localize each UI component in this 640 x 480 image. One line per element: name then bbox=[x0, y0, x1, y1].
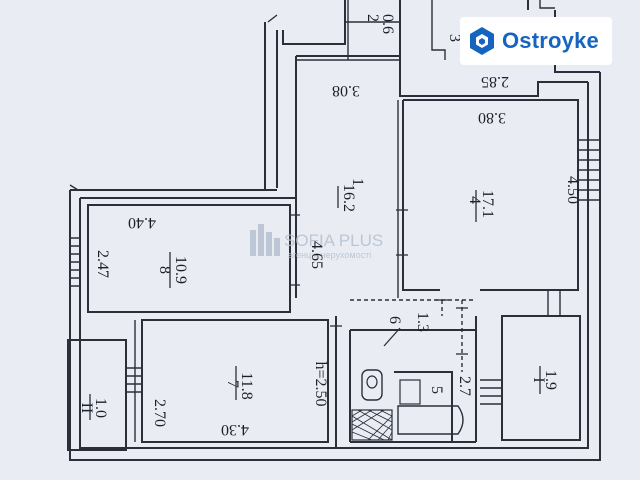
ostroyke-logo-icon bbox=[470, 27, 494, 55]
room-2-number: 2 bbox=[364, 14, 381, 22]
room-I: I 1.9 bbox=[530, 366, 559, 394]
door-openings bbox=[350, 299, 476, 372]
room-II-number: II bbox=[78, 403, 95, 414]
fixture-tiled-floor bbox=[351, 409, 393, 441]
logo-text: Ostroyke bbox=[502, 28, 599, 53]
room-6-pointer bbox=[383, 327, 401, 347]
room-1-area: 16.2 bbox=[340, 184, 357, 212]
room-3: 3 bbox=[446, 34, 463, 42]
room-7-number: 7 bbox=[224, 380, 241, 388]
watermark-subtitle: агенція нерухомості bbox=[288, 250, 371, 260]
room-4-number: 4 bbox=[466, 196, 483, 204]
room-8-width: 4.40 bbox=[128, 214, 156, 231]
room-7-width: 4.30 bbox=[221, 421, 249, 438]
watermark-name: SOFIA PLUS bbox=[284, 231, 383, 250]
room-4-height: 4.50 bbox=[564, 176, 581, 204]
watermark-building-icon bbox=[250, 224, 280, 256]
room-8-area: 10.9 bbox=[172, 256, 189, 284]
room-5-number: 5 bbox=[428, 386, 445, 394]
dimension-ticks bbox=[290, 209, 468, 355]
room-7-ceiling: h=2.50 bbox=[312, 361, 329, 406]
room-1-height: 4.65 bbox=[308, 241, 325, 269]
outer-walls bbox=[69, 0, 601, 461]
room-6: 6 1.3 bbox=[383, 312, 431, 347]
room-2: 2 0.6 bbox=[364, 14, 396, 34]
room-I-number: I bbox=[530, 377, 547, 382]
room-5-dim: 2.7 bbox=[456, 376, 473, 396]
room-1-width: 3.08 bbox=[332, 82, 360, 99]
room-4-area: 17.1 bbox=[479, 190, 496, 218]
room-I-area: 1.9 bbox=[542, 370, 559, 390]
room-4-width: 3.80 bbox=[478, 109, 506, 126]
room-8: 4.40 8 10.9 2.47 bbox=[94, 214, 189, 288]
fixture-bathtub bbox=[397, 379, 464, 435]
room-7: 7 11.8 2.70 4.30 h=2.50 bbox=[151, 361, 329, 438]
room-6-number: 6 bbox=[386, 316, 403, 324]
room-4-extra-dim: 2.85 bbox=[481, 73, 509, 90]
window-marks bbox=[70, 139, 600, 405]
room-8-number: 8 bbox=[156, 266, 173, 274]
room-4: 2.85 3.80 4 17.1 4.50 bbox=[466, 73, 581, 222]
room-2-area: 0.6 bbox=[379, 14, 396, 34]
room-7-area: 11.8 bbox=[238, 372, 255, 399]
watermark: SOFIA PLUS агенція нерухомості bbox=[250, 224, 383, 260]
room-6-dim: 1.3 bbox=[414, 312, 431, 332]
room-8-height: 2.47 bbox=[94, 250, 111, 278]
room-1: 3.08 1 16.2 4.65 bbox=[308, 82, 366, 269]
interior-walls bbox=[67, 0, 588, 451]
fixture-toilet bbox=[361, 369, 383, 401]
room-5: 5 2.7 bbox=[428, 376, 473, 396]
room-3-number: 3 bbox=[446, 34, 463, 42]
ostroyke-logo: Ostroyke bbox=[460, 17, 612, 65]
room-II: II 1.0 bbox=[78, 394, 109, 420]
room-7-height: 2.70 bbox=[151, 399, 168, 427]
room-II-area: 1.0 bbox=[92, 398, 109, 418]
room-1-number: 1 bbox=[349, 178, 366, 186]
